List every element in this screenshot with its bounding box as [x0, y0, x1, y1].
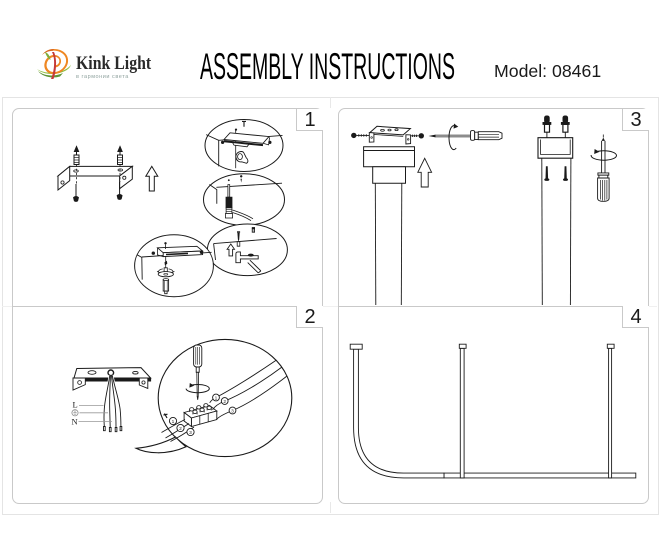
svg-text:1: 1 [172, 419, 175, 425]
svg-text:2: 2 [179, 426, 182, 432]
svg-text:L: L [73, 400, 78, 410]
svg-text:2: 2 [223, 399, 226, 405]
svg-text:N: N [72, 417, 78, 427]
svg-text:3: 3 [231, 408, 234, 414]
svg-text:3: 3 [189, 430, 192, 436]
svg-text:1: 1 [215, 395, 218, 401]
